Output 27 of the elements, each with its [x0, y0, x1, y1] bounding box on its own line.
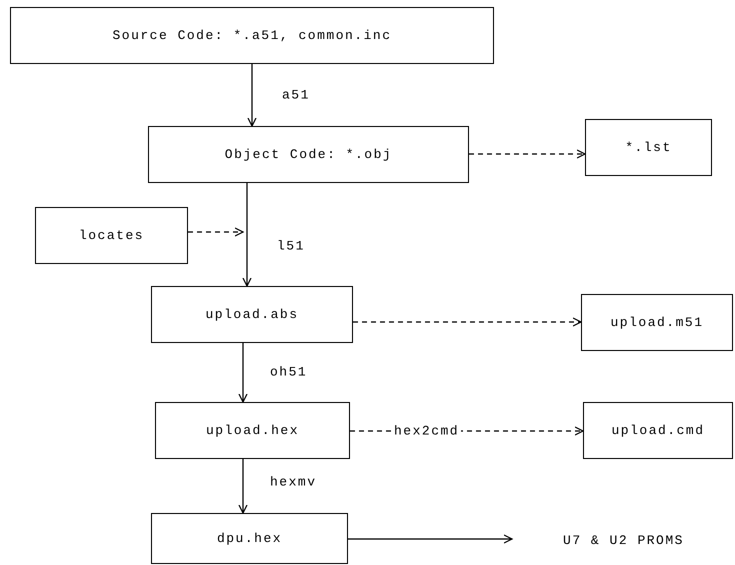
file-name: Object Code: *.obj	[224, 147, 392, 162]
file-name: upload.hex	[206, 423, 299, 438]
file-box	[583, 402, 733, 459]
arrow	[188, 227, 244, 237]
arrow	[247, 64, 257, 127]
file-box	[581, 294, 733, 351]
file-box	[151, 286, 353, 343]
file-name: locates	[78, 228, 144, 243]
file-name: upload.abs	[205, 307, 298, 322]
file-box	[151, 513, 348, 564]
arrow	[238, 343, 248, 403]
file-name: Source Code: *.a51, common.inc	[112, 28, 392, 43]
file-name: dpu.hex	[216, 531, 282, 546]
arrow	[469, 149, 586, 159]
file-box	[10, 7, 494, 64]
file-name: *.lst	[625, 140, 672, 155]
arrow	[353, 317, 582, 327]
arrow	[238, 459, 248, 514]
file-box	[148, 126, 469, 183]
arrow	[242, 183, 252, 287]
arrow	[348, 534, 513, 544]
file-box	[155, 402, 350, 459]
file-name: upload.m51	[610, 315, 704, 330]
file-box	[35, 207, 188, 264]
file-name: upload.cmd	[611, 423, 704, 438]
file-box	[585, 119, 712, 176]
target-text: U7 & U2 PROMS	[563, 532, 684, 548]
